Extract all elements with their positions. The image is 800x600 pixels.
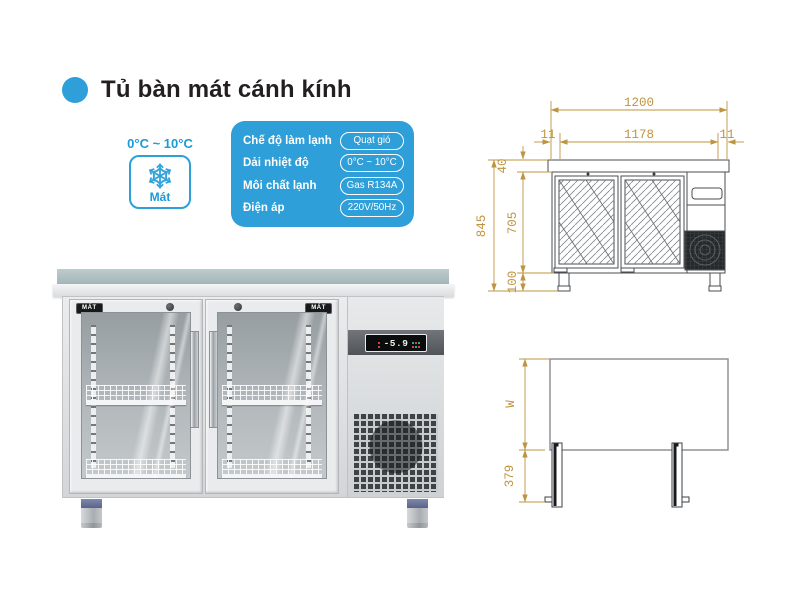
display-indicator-dots xyxy=(412,342,415,344)
spec-label: Chế độ làm lạnh xyxy=(243,135,332,147)
fridge-leg xyxy=(407,499,428,528)
wire-shelf xyxy=(86,385,186,405)
door-handle xyxy=(209,331,218,428)
spec-label: Dải nhiệt độ xyxy=(243,157,309,170)
glass-hatching xyxy=(558,179,681,265)
dim-leg-height: 100 xyxy=(506,271,520,294)
control-strip: -5.9 xyxy=(348,330,444,355)
dim-top-thickness: 40 xyxy=(496,158,510,173)
dim-width-total: 1200 xyxy=(624,96,654,110)
dim-edge-right: 11 xyxy=(719,128,734,142)
page-title: Tủ bàn mát cánh kính xyxy=(101,76,352,103)
spec-row: Dải nhiệt độ 0°C ~ 10°C xyxy=(243,153,404,173)
shelf-rail xyxy=(306,325,311,468)
glass-door-right: MÁT xyxy=(205,299,339,494)
title-bullet-icon xyxy=(62,77,88,103)
shelf-rail xyxy=(170,325,175,468)
dim-depth: W xyxy=(504,400,518,408)
door-lock-dot xyxy=(652,172,656,176)
dim-edge-left: 11 xyxy=(540,128,555,142)
spec-row: Điện áp 220V/50Hz xyxy=(243,198,404,218)
temperature-range-label: 0°C ~ 10°C xyxy=(127,136,193,151)
countertop-edge xyxy=(53,284,454,297)
side-body-outline xyxy=(549,358,729,451)
side-view-drawing: W 379 xyxy=(503,358,729,508)
dimension-lines xyxy=(488,101,744,292)
spec-label: Môi chất lạnh xyxy=(243,179,317,192)
ventilation-grille xyxy=(354,414,438,492)
temperature-badge-label: Mát xyxy=(149,190,171,204)
compressor-panel: -5.9 xyxy=(347,297,444,497)
display-value: -5.9 xyxy=(383,337,409,349)
spec-value: 220V/50Hz xyxy=(340,198,404,217)
wire-shelf xyxy=(222,459,322,478)
dim-leg: 379 xyxy=(503,465,517,488)
display-indicator-dots xyxy=(377,342,380,344)
dim-width-inner: 1178 xyxy=(624,128,654,142)
spec-row: Chế độ làm lạnh Quạt gió xyxy=(243,131,404,151)
spec-value: Gas R134A xyxy=(340,176,404,195)
wire-shelf xyxy=(222,385,322,405)
spec-label: Điện áp xyxy=(243,201,285,214)
spec-value: 0°C ~ 10°C xyxy=(340,154,404,173)
front-elevation-drawing: 1200 1178 11 11 845 705 40 100 xyxy=(475,96,744,294)
fridge-body: MÁT MÁT xyxy=(62,296,444,498)
glass-door-left: MÁT xyxy=(69,299,203,494)
door-glass xyxy=(81,312,191,479)
door-glass xyxy=(217,312,327,479)
condenser-fan xyxy=(684,230,726,271)
countertop-surface xyxy=(57,269,449,285)
spec-row: Môi chất lạnh Gas R134A xyxy=(243,176,404,196)
door-lock-icon xyxy=(234,303,242,311)
temperature-badge: 0°C ~ 10°C Mát xyxy=(118,136,202,209)
spec-table: Chế độ làm lạnh Quạt gió Dải nhiệt độ 0°… xyxy=(231,121,414,227)
temperature-display: -5.9 xyxy=(365,334,427,352)
door-lock-icon xyxy=(166,303,174,311)
fridge-leg xyxy=(81,499,102,528)
dimension-lines xyxy=(519,358,550,503)
snowflake-icon xyxy=(147,163,173,189)
door-lock-dot xyxy=(586,172,590,176)
header: Tủ bàn mát cánh kính xyxy=(62,76,352,104)
spec-value: Quạt gió xyxy=(340,132,404,150)
side-legs xyxy=(544,442,690,508)
dim-height-body: 705 xyxy=(506,212,520,235)
dim-height-total: 845 xyxy=(475,215,489,238)
temperature-badge-box: Mát xyxy=(129,155,191,209)
wire-shelf xyxy=(86,459,186,478)
door-handle xyxy=(190,331,199,428)
